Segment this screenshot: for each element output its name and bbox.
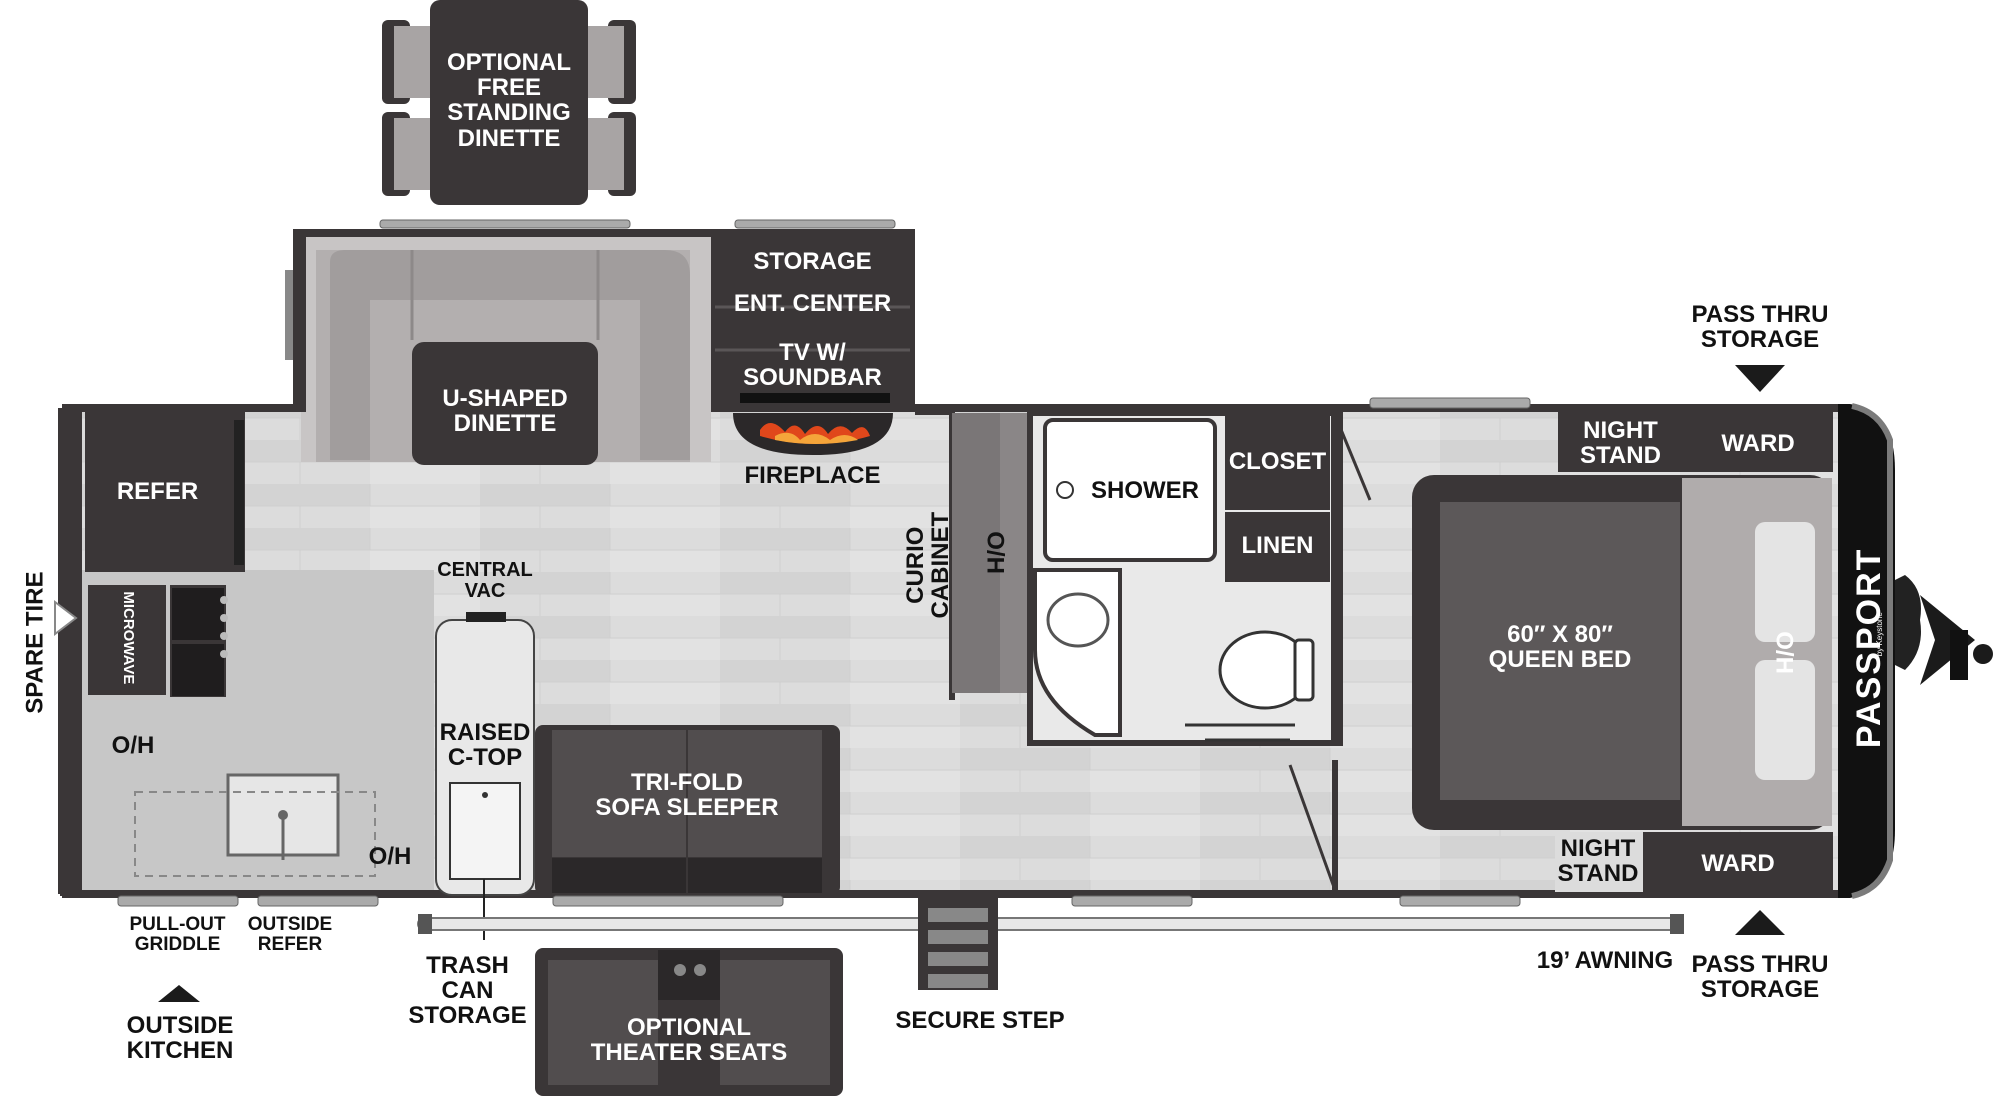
ward-bottom-box — [1643, 832, 1833, 892]
queen-bed-mattress — [1440, 502, 1680, 800]
pass-thru-bottom-arrow — [1735, 910, 1785, 935]
linen-box — [1225, 512, 1330, 582]
ward-bottom-label: WARD — [1701, 850, 1775, 877]
outside-kitchen-label: OUTSIDE KITCHEN — [126, 1012, 234, 1065]
stove-icon — [170, 585, 228, 697]
night-stand-top-label: NIGHT STAND — [1580, 417, 1661, 470]
oh-kitchen-label: O/H — [111, 732, 155, 759]
queen-bed-label: 60″ X 80″ QUEEN BED — [1488, 621, 1632, 674]
awning-label: 19’ AWNING — [1536, 947, 1674, 974]
ward-top-label: WARD — [1721, 430, 1795, 457]
curio-cabinet-label: CURIO CABINET — [901, 511, 954, 619]
central-vac-label: CENTRAL VAC — [437, 559, 533, 602]
secure-step-label: SECURE STEP — [895, 1007, 1065, 1034]
pass-thru-bottom-label: PASS THRU STORAGE — [1691, 951, 1829, 1004]
spare-tire-label: SPARE TIRE — [21, 571, 49, 714]
kitchen-sink-icon — [226, 773, 340, 860]
trash-can-label: TRASH CAN STORAGE — [408, 952, 527, 1030]
microwave-label: MICROWAVE — [119, 591, 137, 685]
shower-label: SHOWER — [1091, 477, 1199, 504]
night-stand-top-box — [1558, 412, 1683, 472]
u-dinette-label: U-SHAPED DINETTE — [442, 385, 568, 438]
pass-thru-top-arrow — [1735, 365, 1785, 392]
closet-label: CLOSET — [1228, 448, 1327, 475]
trifold-sofa-label: TRI-FOLD SOFA SLEEPER — [595, 769, 779, 822]
optional-theater-drawing — [535, 948, 843, 1096]
refer-label: REFER — [116, 478, 199, 505]
optional-dinette-drawing — [382, 0, 636, 205]
brand-sub-logo: by Keystone — [1874, 612, 1884, 657]
oh-curio-label: O/H — [981, 531, 1009, 574]
outside-kitchen-arrow — [158, 985, 200, 1002]
oh-bed-label: O/H — [1770, 631, 1798, 674]
linen-label: LINEN — [1241, 532, 1314, 559]
refer-box — [85, 412, 245, 572]
u-dinette-table — [412, 342, 598, 465]
awning-bar — [417, 917, 1684, 931]
trash-can-box — [449, 782, 521, 880]
secure-step-icon — [918, 898, 998, 990]
ward-top-box — [1683, 412, 1833, 472]
fireplace-label: FIREPLACE — [744, 462, 881, 489]
pullout-griddle-label: PULL-OUT GRIDDLE — [129, 914, 226, 955]
trifold-sofa-drawing — [535, 725, 840, 895]
night-stand-bottom-box — [1555, 832, 1643, 892]
optional-theater-label: OPTIONAL THEATER SEATS — [590, 1014, 788, 1067]
ent-center-label: ENT. CENTER — [733, 290, 892, 317]
tv-soundbar-label: TV W/ SOUNDBAR — [743, 339, 882, 392]
pass-thru-top-label: PASS THRU STORAGE — [1691, 301, 1829, 354]
oh-sink-label: O/H — [368, 843, 412, 870]
hitch-icon — [1895, 575, 1993, 685]
outside-refer-label: OUTSIDE REFER — [247, 914, 333, 955]
ent-center — [715, 237, 910, 412]
shower-pan — [1043, 418, 1217, 562]
microwave-box — [88, 585, 166, 695]
storage-label: STORAGE — [753, 248, 872, 275]
closet-box — [1225, 415, 1330, 510]
toilet-icon — [1218, 630, 1315, 710]
optional-dinette-label: OPTIONAL FREE STANDING DINETTE — [447, 49, 571, 152]
night-stand-bottom-label: NIGHT STAND — [1557, 835, 1639, 888]
spare-tire-arrow — [54, 599, 78, 637]
front-cap-accent — [1851, 403, 1893, 899]
front-cap — [1838, 404, 1895, 898]
rear-wall-cap — [60, 408, 82, 896]
raised-ctop-label: RAISED C-TOP — [439, 719, 531, 772]
